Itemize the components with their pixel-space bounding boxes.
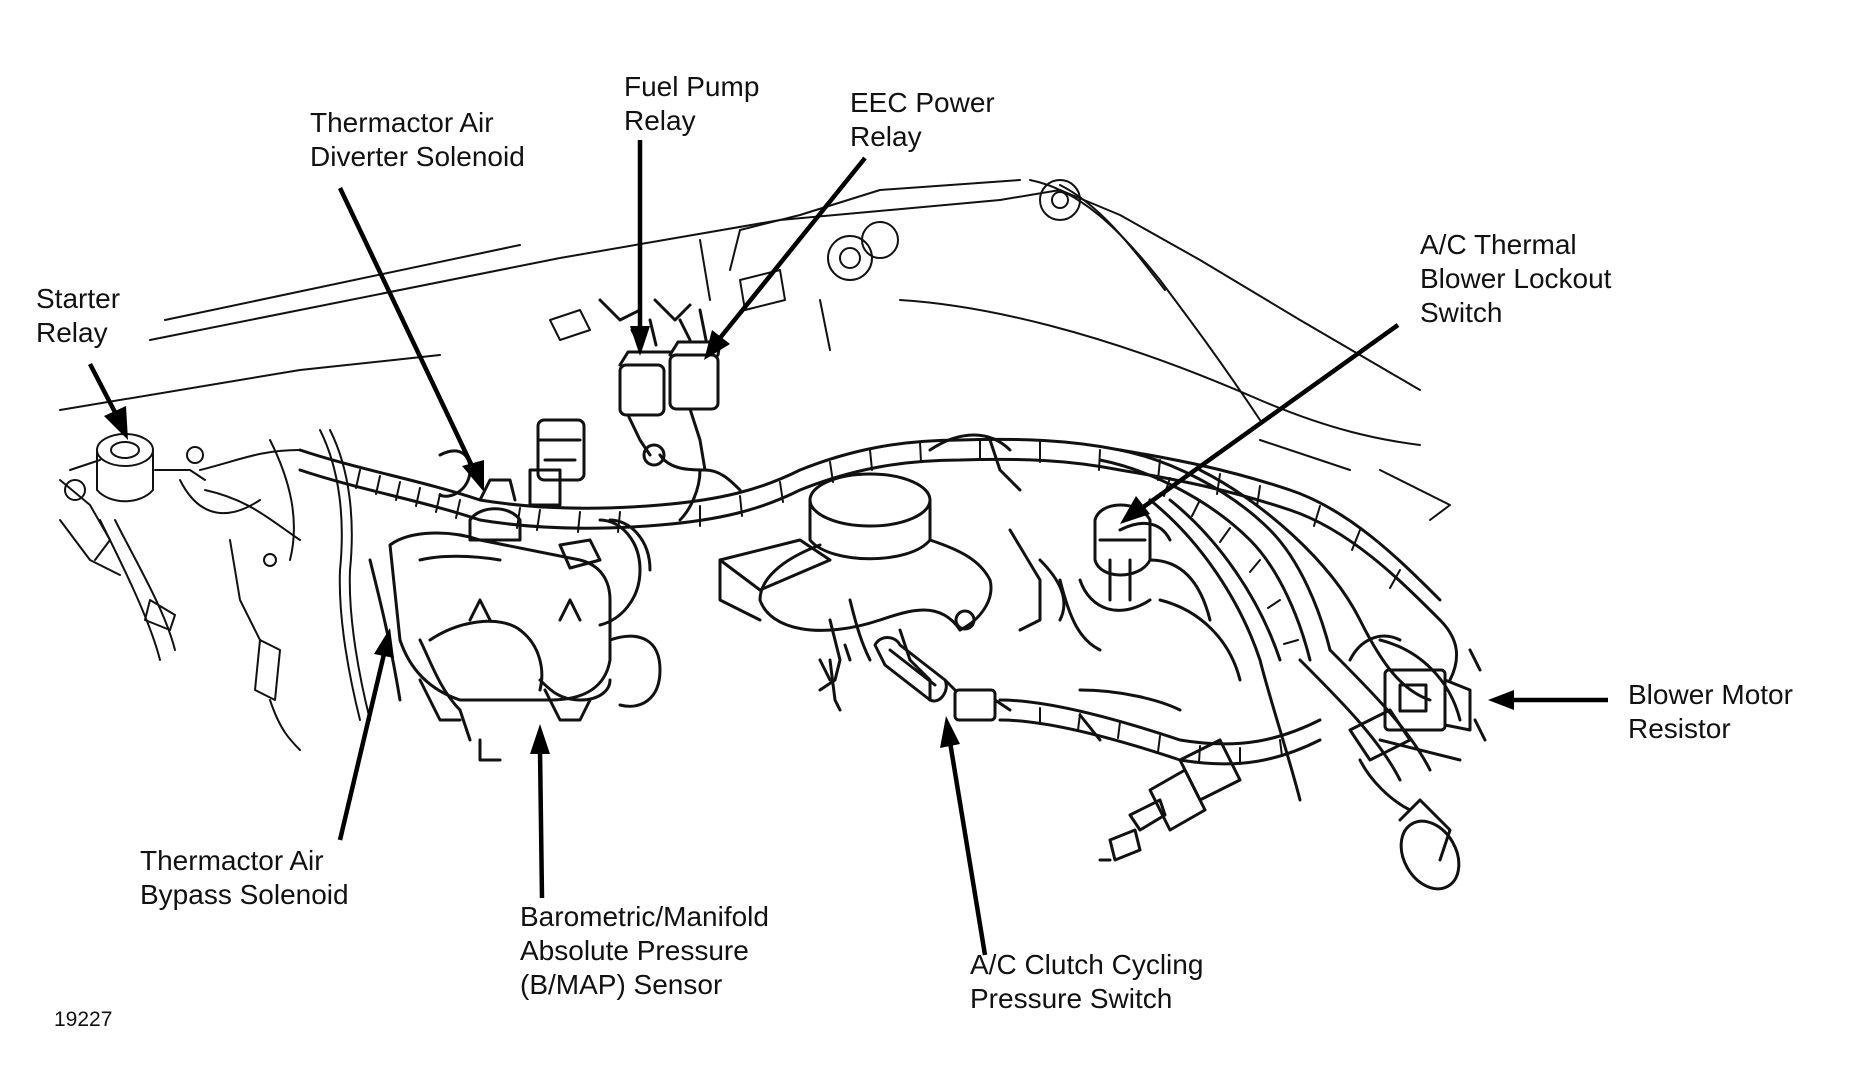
pressure-switch-shape [828,636,1012,722]
vacuum-canister-shape [718,433,1066,702]
starter-relay-shape [59,429,371,751]
lower-right-connectors [1078,521,1487,891]
figure-number: 19227 [54,1008,113,1031]
relay-block-shapes [598,298,742,522]
solenoid-and-sensor-shapes [368,418,662,762]
harness-wrap-ticks [355,439,1401,765]
body-panel-outline [59,179,1451,521]
lockout-switch-shape [1058,503,1242,682]
leader-lines [88,140,1608,956]
